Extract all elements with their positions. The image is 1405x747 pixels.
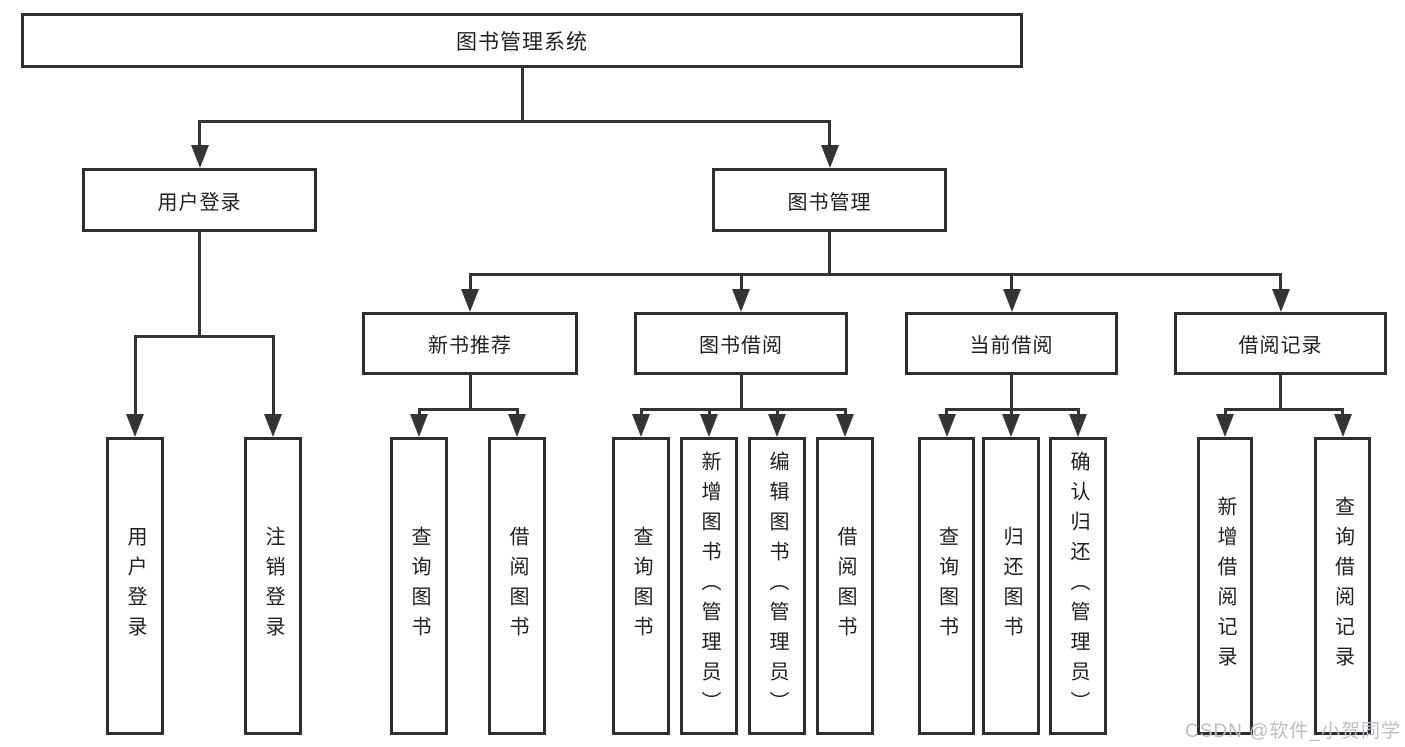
connector-drop-leaf-cb-return <box>1009 408 1013 419</box>
connector-stem-user-login <box>198 230 201 338</box>
node-label-leaf-bb-edit: 编辑图书（管理员） <box>766 451 788 721</box>
node-box-book-mgmt: 图书管理 <box>712 168 947 232</box>
arrowhead-down-icon <box>768 414 786 437</box>
arrowhead-down-icon <box>264 414 282 437</box>
node-box-leaf-bb-query: 查询图书 <box>612 437 670 735</box>
node-label-leaf-bb-add: 新增图书（管理员） <box>698 451 720 721</box>
connector-drop-leaf-bb-query <box>639 408 643 419</box>
connector-stem-book-mgmt <box>828 230 831 276</box>
node-box-user-login: 用户登录 <box>82 168 317 232</box>
node-label-leaf-cb-query: 查询图书 <box>935 526 958 646</box>
arrowhead-down-icon <box>508 414 526 437</box>
arrowhead-down-icon <box>732 289 750 312</box>
arrowhead-down-icon <box>1271 289 1290 312</box>
node-label-leaf-cb-confirm: 确认归还（管理员） <box>1067 451 1089 721</box>
connector-drop-user-login <box>198 120 201 150</box>
connector-drop-leaf-logout <box>271 335 275 419</box>
connector-stem-current-borrow <box>1010 373 1013 411</box>
node-box-new-books: 新书推荐 <box>362 312 578 375</box>
node-box-leaf-bb-edit: 编辑图书（管理员） <box>748 437 806 735</box>
connector-drop-leaf-nb-borrow <box>515 408 519 419</box>
connector-stem-book-borrow <box>739 373 743 411</box>
node-label-leaf-nb-query: 查询图书 <box>408 526 430 646</box>
connector-drop-leaf-nb-query <box>417 408 421 419</box>
connector-rail-user-login <box>133 335 275 338</box>
connector-drop-leaf-cb-query <box>945 408 948 419</box>
connector-drop-borrow-records <box>1279 273 1282 294</box>
connector-drop-book-borrow <box>739 273 743 294</box>
node-box-leaf-br-query: 查询借阅记录 <box>1314 437 1371 735</box>
node-label-leaf-logout: 注销登录 <box>262 526 284 646</box>
connector-drop-new-books <box>468 273 472 294</box>
connector-drop-leaf-bb-borrow <box>843 408 847 419</box>
arrowhead-down-icon <box>632 414 650 437</box>
node-box-current-borrow: 当前借阅 <box>905 312 1118 375</box>
node-label-book-borrow: 图书借阅 <box>699 335 783 357</box>
arrowhead-down-icon <box>1002 414 1020 437</box>
node-label-leaf-cb-return: 归还图书 <box>1000 526 1022 646</box>
arrowhead-down-icon <box>1069 414 1087 437</box>
node-label-leaf-br-add: 新增借阅记录 <box>1214 496 1236 676</box>
node-label-borrow-records: 借阅记录 <box>1238 335 1323 357</box>
connector-drop-book-mgmt <box>828 120 831 150</box>
node-box-leaf-br-add: 新增借阅记录 <box>1197 437 1253 735</box>
connector-rail-book-mgmt <box>468 273 1282 276</box>
arrowhead-down-icon <box>190 145 209 168</box>
node-box-leaf-cb-confirm: 确认归还（管理员） <box>1049 437 1107 735</box>
node-label-current-borrow: 当前借阅 <box>969 335 1054 357</box>
connector-drop-leaf-login <box>133 335 137 419</box>
arrowhead-down-icon <box>1333 414 1352 437</box>
node-label-leaf-br-query: 查询借阅记录 <box>1331 496 1354 676</box>
connector-drop-current-borrow <box>1010 273 1013 294</box>
node-box-leaf-nb-query: 查询图书 <box>390 437 448 735</box>
node-box-borrow-records: 借阅记录 <box>1174 312 1387 375</box>
connector-rail-root <box>198 120 831 123</box>
arrowhead-down-icon <box>461 289 479 312</box>
node-box-leaf-bb-borrow: 借阅图书 <box>816 437 874 735</box>
connector-rail-book-borrow <box>639 408 847 411</box>
connector-rail-borrow-records <box>1223 408 1344 411</box>
connector-drop-leaf-br-add <box>1223 408 1227 419</box>
connector-stem-new-books <box>468 373 472 411</box>
arrowhead-down-icon <box>836 414 854 437</box>
node-box-book-borrow: 图书借阅 <box>634 312 848 375</box>
arrowhead-down-icon <box>700 414 718 437</box>
node-label-leaf-login: 用户登录 <box>124 526 146 646</box>
arrowhead-down-icon <box>1216 414 1234 437</box>
connector-drop-leaf-bb-edit <box>775 408 779 419</box>
node-label-user-login: 用户登录 <box>157 191 242 214</box>
node-box-leaf-logout: 注销登录 <box>244 437 302 735</box>
node-box-leaf-login: 用户登录 <box>106 437 164 735</box>
node-label-leaf-bb-borrow: 借阅图书 <box>834 526 856 646</box>
node-label-new-books: 新书推荐 <box>428 335 512 357</box>
node-box-leaf-cb-query: 查询图书 <box>918 437 975 735</box>
connector-drop-leaf-br-query <box>1341 408 1344 419</box>
node-box-leaf-bb-add: 新增图书（管理员） <box>680 437 738 735</box>
node-label-leaf-bb-query: 查询图书 <box>630 526 652 646</box>
connector-drop-leaf-bb-add <box>707 408 711 419</box>
node-label-root: 图书管理系统 <box>456 30 588 54</box>
connector-stem-root <box>520 66 524 123</box>
connector-rail-new-books <box>417 408 519 411</box>
connector-drop-leaf-cb-confirm <box>1076 408 1080 419</box>
connector-stem-borrow-records <box>1279 373 1282 411</box>
node-box-leaf-nb-borrow: 借阅图书 <box>488 437 546 735</box>
watermark-text: CSDN @软件_小贺同学 <box>1185 721 1401 742</box>
arrowhead-down-icon <box>126 414 144 437</box>
arrowhead-down-icon <box>410 414 428 437</box>
arrowhead-down-icon <box>937 414 956 437</box>
arrowhead-down-icon <box>820 145 839 168</box>
node-label-book-mgmt: 图书管理 <box>787 191 872 214</box>
node-box-root: 图书管理系统 <box>21 13 1023 68</box>
node-label-leaf-nb-borrow: 借阅图书 <box>506 526 528 646</box>
arrowhead-down-icon <box>1002 289 1021 312</box>
node-box-leaf-cb-return: 归还图书 <box>982 437 1040 735</box>
